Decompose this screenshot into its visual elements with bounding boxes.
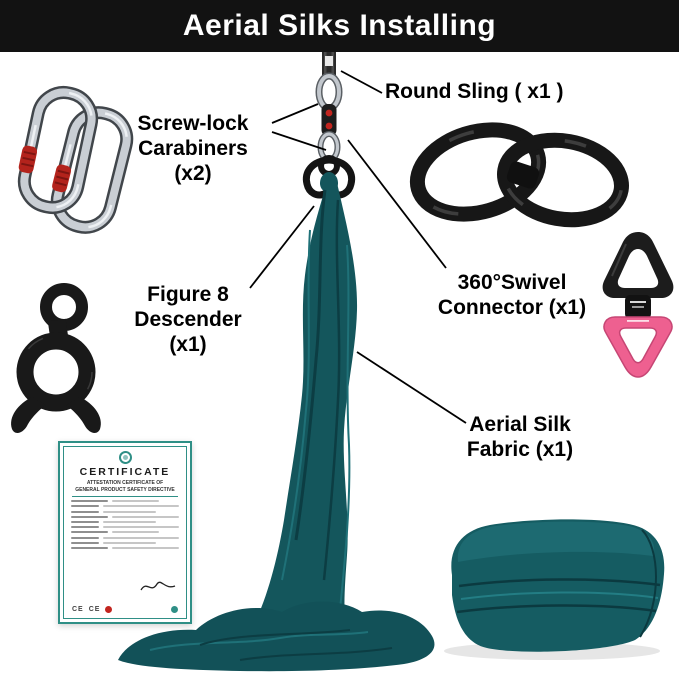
certificate-text-line <box>71 500 179 503</box>
certificate-text-line <box>71 515 179 518</box>
fabric-label-line1: Aerial Silk <box>469 413 571 436</box>
certificate-inner-frame: CERTIFICATE ATTESTATION CERTIFICATE OF G… <box>63 446 187 619</box>
page-title: Aerial Silks Installing <box>182 9 497 42</box>
figure8-label-line1: Figure 8 <box>147 283 229 306</box>
round-sling-label: Round Sling ( x1 ) <box>385 80 564 105</box>
carabiners-label: Screw-lock Carabiners (x2) <box>118 112 268 186</box>
fabric-label: Aerial Silk Fabric (x1) <box>460 413 580 463</box>
annotation-line-fabric <box>356 351 467 424</box>
certificate-title: CERTIFICATE <box>79 466 171 478</box>
carabiners-label-line1: Screw-lock <box>137 112 249 135</box>
certificate-document: CERTIFICATE ATTESTATION CERTIFICATE OF G… <box>58 441 192 624</box>
certificate-text-line <box>71 546 179 549</box>
annotation-line-carabiner-top <box>271 103 319 124</box>
signature-scribble <box>140 581 176 591</box>
certificate-text-line <box>71 541 179 544</box>
annotation-line-carabiner-bottom <box>271 131 327 151</box>
annotation-line-swivel <box>347 139 447 269</box>
swivel-connector <box>602 232 674 378</box>
certificate-divider <box>72 496 178 497</box>
carabiner-right <box>50 106 134 234</box>
certificate-text-line <box>71 531 179 534</box>
swivel-label-line1: 360°Swivel <box>457 271 567 294</box>
silk-pool <box>118 601 435 672</box>
figure8-descender <box>11 283 101 433</box>
annotation-lines <box>249 70 467 424</box>
certificate-text-line <box>71 526 179 529</box>
swivel-label-line2: Connector (x1) <box>437 295 587 319</box>
ce-mark: CE <box>72 606 84 613</box>
top-quick-link <box>315 72 343 112</box>
aerial-silk-drape <box>234 172 358 648</box>
figure8-label-line2: Descender (x1) <box>134 307 242 356</box>
fabric-label-line2: Fabric (x1) <box>466 437 574 461</box>
certificate-text-line <box>71 536 179 539</box>
certificate-subtitle-1: ATTESTATION CERTIFICATE OF <box>86 479 164 486</box>
certificate-seal-icon <box>118 451 132 464</box>
certificate-text-line <box>71 520 179 523</box>
rigging-hook <box>302 155 356 199</box>
round-sling <box>409 122 629 228</box>
folded-silk-fabric <box>444 519 665 660</box>
teal-seal-icon <box>171 606 178 613</box>
swivel-label: 360°Swivel Connector (x1) <box>428 271 596 321</box>
header-banner: Aerial Silks Installing <box>0 0 679 52</box>
round-sling-label-text: Round Sling ( x1 ) <box>385 80 564 103</box>
carabiner-left <box>17 85 99 215</box>
certificate-text-line <box>71 510 179 513</box>
certificate-text-line <box>71 505 179 508</box>
ce-mark: CE <box>88 606 101 613</box>
annotation-line-round-sling <box>340 70 383 94</box>
certificate-subtitle-2: GENERAL PRODUCT SAFETY DIRECTIVE <box>75 487 175 493</box>
certificate-marks-row: CE CE <box>72 606 178 613</box>
carabiners-label-line2: Carabiners (x2) <box>138 136 248 185</box>
mini-swivel <box>321 104 337 136</box>
red-stamp-icon <box>105 606 113 613</box>
annotation-line-figure8 <box>249 205 315 289</box>
hanging-strap <box>322 50 336 78</box>
figure8-label: Figure 8 Descender (x1) <box>118 283 258 357</box>
